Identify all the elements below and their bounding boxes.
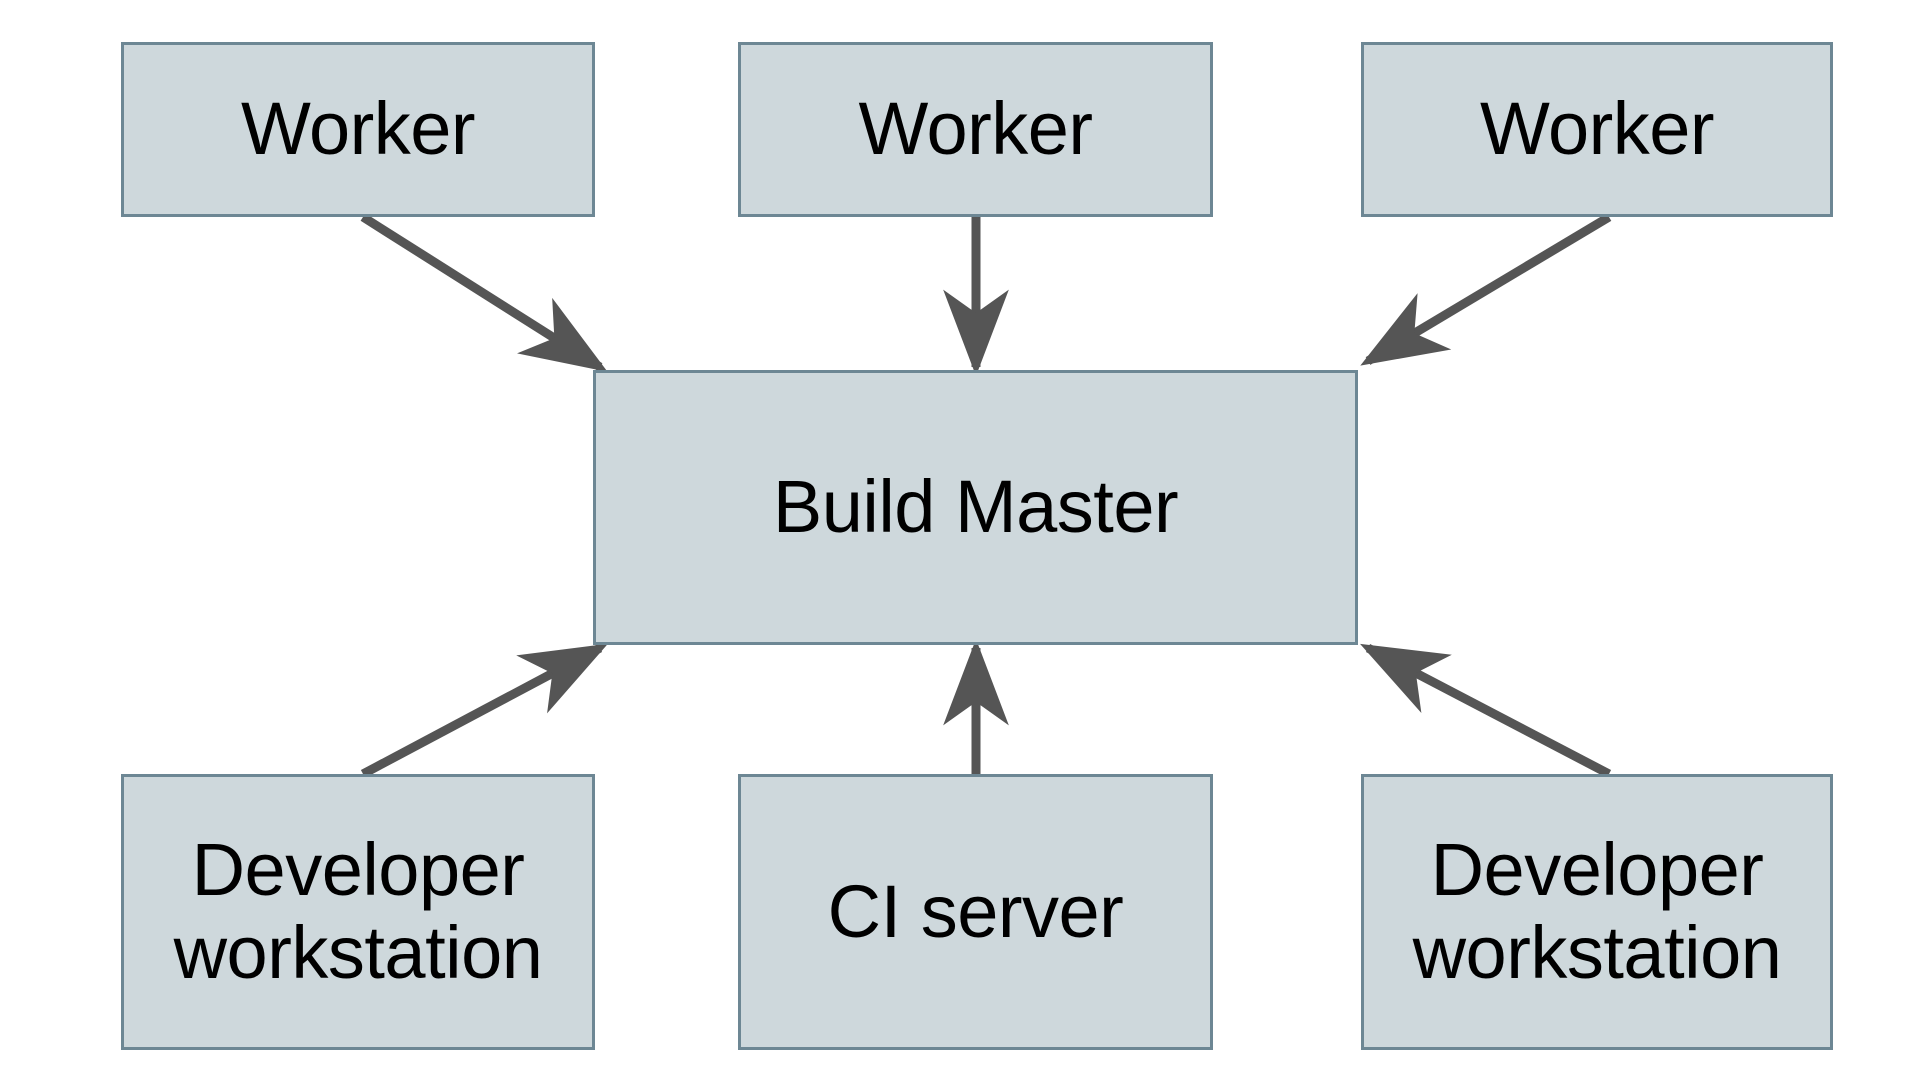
node-ci-server[interactable]: CI server [738, 774, 1213, 1050]
edge-worker-3-to-build-master [1360, 213, 1612, 366]
node-worker-1[interactable]: Worker [121, 42, 595, 217]
node-label: CI server [827, 869, 1124, 953]
edge-developer-workstation-2-to-build-master [1360, 643, 1612, 778]
node-label: Worker [240, 87, 476, 171]
node-label: Worker [858, 87, 1093, 171]
node-label: Developer workstation [1412, 828, 1782, 994]
node-label: Build Master [772, 465, 1179, 549]
node-worker-3[interactable]: Worker [1361, 42, 1833, 217]
node-label: Worker [1479, 87, 1715, 171]
node-developer-workstation-1[interactable]: Developer workstation [121, 774, 595, 1050]
node-worker-2[interactable]: Worker [738, 42, 1213, 217]
node-label: Developer workstation [173, 828, 543, 994]
node-build-master[interactable]: Build Master [593, 370, 1358, 645]
node-developer-workstation-2[interactable]: Developer workstation [1361, 774, 1833, 1050]
edge-worker-1-to-build-master [360, 213, 608, 372]
edge-developer-workstation-1-to-build-master [360, 643, 608, 778]
